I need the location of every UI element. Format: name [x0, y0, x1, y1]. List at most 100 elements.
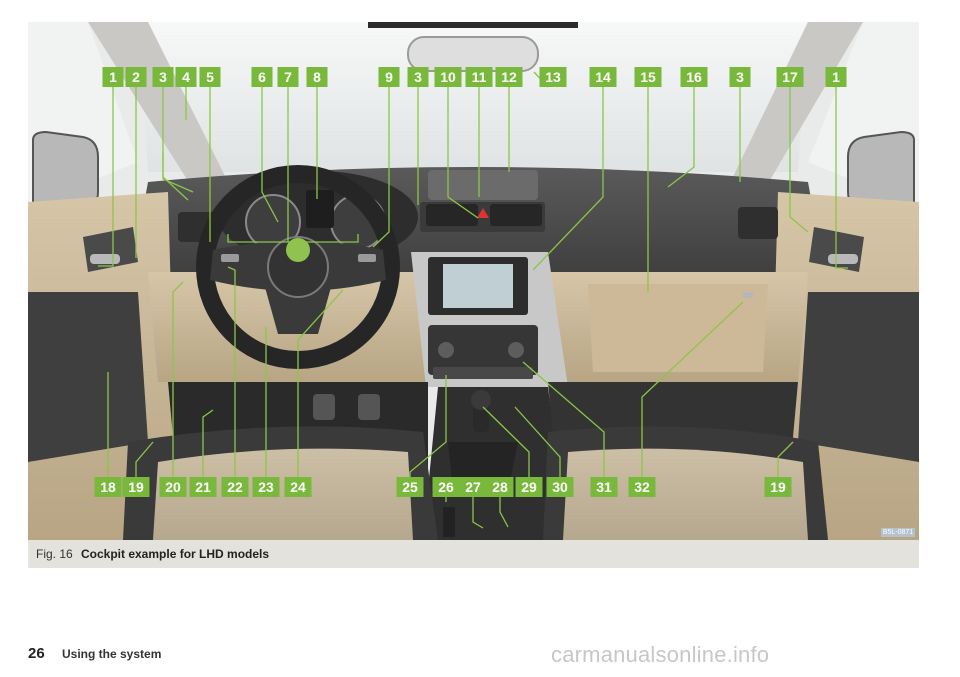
- callout-label: 22: [227, 479, 243, 495]
- callout-label: 19: [770, 479, 786, 495]
- callout-10: 10: [434, 67, 462, 87]
- callout-7: 7: [277, 67, 299, 87]
- callout-box: [284, 477, 312, 497]
- callout-17: 17: [776, 67, 804, 87]
- callout-11: 11: [465, 67, 493, 87]
- callout-box: [159, 477, 187, 497]
- callout-box: [628, 477, 656, 497]
- callout-25: 25: [396, 477, 424, 497]
- callout-box: [680, 67, 708, 87]
- callout-box: [199, 67, 221, 87]
- callout-box: [407, 67, 429, 87]
- callout-box: [465, 67, 493, 87]
- callout-box: [776, 67, 804, 87]
- callout-box: [189, 477, 217, 497]
- callout-box: [764, 477, 792, 497]
- callout-label: 5: [206, 69, 214, 85]
- callout-30: 30: [546, 477, 574, 497]
- callout-box: [251, 67, 273, 87]
- footer-section-title: Using the system: [62, 647, 162, 661]
- callout-box: [434, 67, 462, 87]
- callout-label: 24: [290, 479, 306, 495]
- callout-1: 1: [825, 67, 847, 87]
- callout-box: [252, 477, 280, 497]
- callout-26: 26: [432, 477, 460, 497]
- image-code: B5L-0871: [881, 528, 915, 537]
- callout-box: [589, 67, 617, 87]
- callout-box: [125, 67, 147, 87]
- callout-label: 16: [686, 69, 702, 85]
- callout-label: 9: [385, 69, 393, 85]
- callout-14: 14: [589, 67, 617, 87]
- callout-label: 19: [128, 479, 144, 495]
- callout-3: 3: [407, 67, 429, 87]
- callout-label: 3: [414, 69, 422, 85]
- callout-box: [590, 477, 618, 497]
- callout-label: 14: [595, 69, 611, 85]
- callout-5: 5: [199, 67, 221, 87]
- callout-label: 7: [284, 69, 292, 85]
- caption-title: Cockpit example for LHD models: [81, 547, 270, 561]
- callout-19: 19: [764, 477, 792, 497]
- callout-3: 3: [152, 67, 174, 87]
- callout-29: 29: [515, 477, 543, 497]
- callout-box: [277, 67, 299, 87]
- callout-3: 3: [729, 67, 751, 87]
- callout-6: 6: [251, 67, 273, 87]
- callout-16: 16: [680, 67, 708, 87]
- callout-22: 22: [221, 477, 249, 497]
- callout-box: [175, 67, 197, 87]
- callout-box: [122, 477, 150, 497]
- callout-label: 30: [552, 479, 568, 495]
- callout-12: 12: [495, 67, 523, 87]
- callout-21: 21: [189, 477, 217, 497]
- callout-box: [486, 477, 514, 497]
- callout-15: 15: [634, 67, 662, 87]
- callout-label: 6: [258, 69, 266, 85]
- figure-caption: Fig. 16 Cockpit example for LHD models: [28, 540, 919, 568]
- callout-label: 32: [634, 479, 650, 495]
- callout-box: [495, 67, 523, 87]
- callout-label: 27: [465, 479, 481, 495]
- callout-box: [515, 477, 543, 497]
- callout-label: 29: [521, 479, 537, 495]
- callout-label: 15: [640, 69, 656, 85]
- callout-1: 1: [102, 67, 124, 87]
- callout-32: 32: [628, 477, 656, 497]
- callout-13: 13: [539, 67, 567, 87]
- callout-19: 19: [122, 477, 150, 497]
- callout-label: 23: [258, 479, 274, 495]
- callout-box: [94, 477, 122, 497]
- callout-label: 1: [832, 69, 840, 85]
- callout-31: 31: [590, 477, 618, 497]
- callout-box: [432, 477, 460, 497]
- callout-9: 9: [378, 67, 400, 87]
- callout-box: [546, 477, 574, 497]
- callout-4: 4: [175, 67, 197, 87]
- callout-23: 23: [252, 477, 280, 497]
- leader-lines: [98, 71, 848, 529]
- callout-20: 20: [159, 477, 187, 497]
- callout-box: [221, 477, 249, 497]
- caption-number: Fig. 16: [36, 547, 73, 561]
- callout-28: 28: [486, 477, 514, 497]
- callout-label: 10: [440, 69, 456, 85]
- callout-label: 17: [782, 69, 798, 85]
- callout-label: 25: [402, 479, 418, 495]
- callout-27: 27: [459, 477, 487, 497]
- callout-label: 1: [109, 69, 117, 85]
- callout-box: [634, 67, 662, 87]
- callout-18: 18: [94, 477, 122, 497]
- callout-label: 26: [438, 479, 454, 495]
- callout-box: [396, 477, 424, 497]
- callout-label: 18: [100, 479, 116, 495]
- callout-box: [539, 67, 567, 87]
- callout-8: 8: [306, 67, 328, 87]
- page-number: 26: [28, 645, 45, 662]
- callout-label: 13: [545, 69, 561, 85]
- callout-label: 12: [501, 69, 517, 85]
- callout-2: 2: [125, 67, 147, 87]
